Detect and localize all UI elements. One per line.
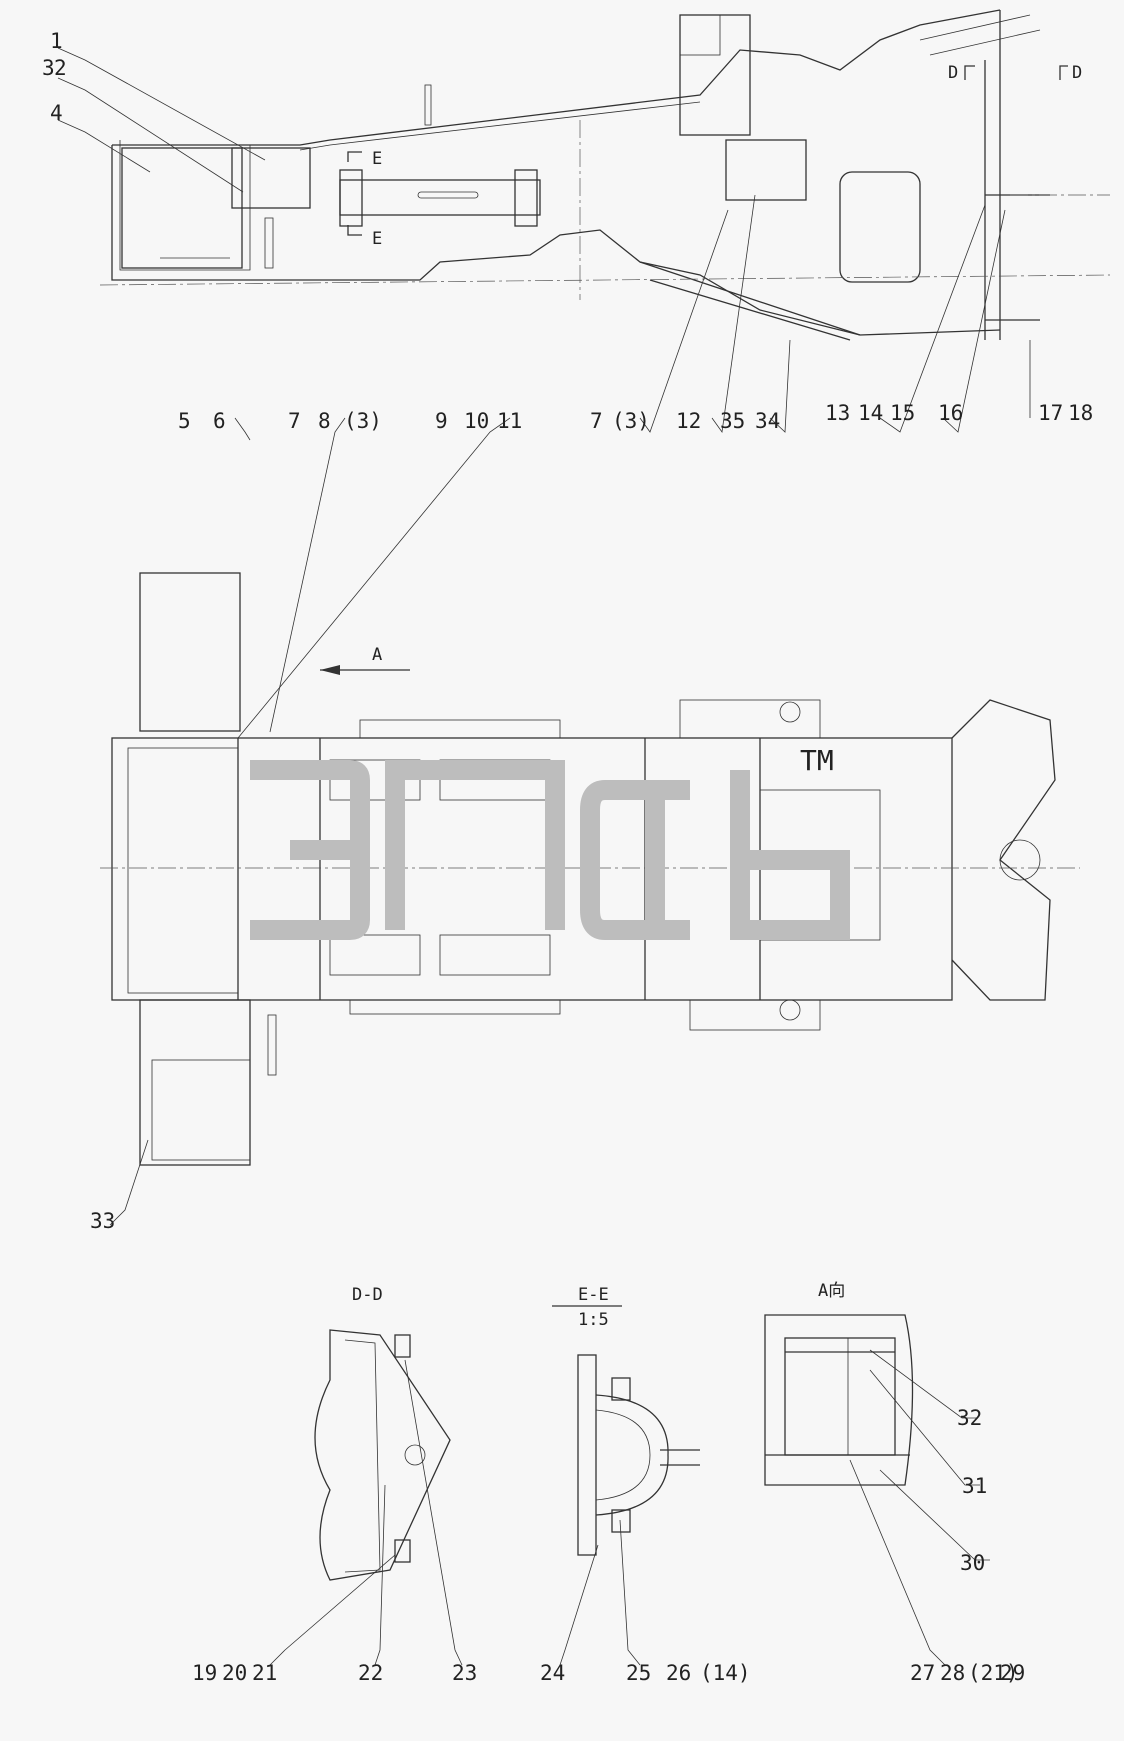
callout-27: 27: [910, 1661, 935, 1685]
watermark-logo: TM: [250, 744, 850, 940]
callout-14b: (14): [700, 1661, 751, 1685]
section-ee-title: E-E: [578, 1285, 609, 1305]
watermark-tm: TM: [800, 744, 834, 777]
section-ee: E-E 1:5: [552, 1285, 700, 1556]
callout-8b: (3): [344, 409, 382, 433]
callout-33: 33: [90, 1209, 115, 1233]
callout-13: 13: [825, 401, 850, 425]
callout-18: 18: [1068, 401, 1093, 425]
callout-7b: 7: [590, 409, 603, 433]
section-marks: E E D D: [347, 63, 1082, 249]
section-mark-e-bottom: E: [372, 229, 382, 249]
section-dd-title: D-D: [352, 1285, 383, 1305]
callout-21b: (21): [968, 1661, 1019, 1685]
view-a-title: A向: [818, 1281, 845, 1301]
callout-3b: (3): [612, 409, 650, 433]
callout-16: 16: [938, 401, 963, 425]
callout-25: 25: [626, 1661, 651, 1685]
callout-19: 19: [192, 1661, 217, 1685]
callout-1: 1: [50, 29, 63, 53]
callout-32: 32: [957, 1406, 982, 1430]
callout-5: 5: [178, 409, 191, 433]
callout-7: 7: [288, 409, 301, 433]
callout-6: 6: [213, 409, 226, 433]
callout-22: 22: [358, 1661, 383, 1685]
callout-15: 15: [890, 401, 915, 425]
callout-labels: 1 3 2 4 5 6 7 8 (3) 9 10 11 7 (3) 12 35 …: [42, 29, 1093, 1685]
callout-10: 10: [464, 409, 489, 433]
callout-29: 29: [1000, 1661, 1025, 1685]
callout-30: 30: [960, 1551, 985, 1575]
section-mark-d-left: D: [948, 63, 958, 83]
callout-23: 23: [452, 1661, 477, 1685]
arrow-a-label: A: [372, 645, 382, 665]
callout-11: 11: [497, 409, 522, 433]
callout-20: 20: [222, 1661, 247, 1685]
callout-9: 9: [435, 409, 448, 433]
callout-31: 31: [962, 1474, 987, 1498]
callout-28: 28: [940, 1661, 965, 1685]
callout-21: 21: [252, 1661, 277, 1685]
callout-35: 35: [720, 409, 745, 433]
callout-26: 26: [666, 1661, 691, 1685]
callout-12: 12: [676, 409, 701, 433]
callout-24: 24: [540, 1661, 565, 1685]
callout-4: 4: [50, 101, 63, 125]
callout-2: 2: [54, 56, 67, 80]
section-ee-scale: 1:5: [578, 1310, 609, 1330]
callout-8: 8: [318, 409, 331, 433]
callout-17: 17: [1038, 401, 1063, 425]
section-dd: D-D: [314, 1285, 451, 1581]
callout-34: 34: [755, 409, 780, 433]
leader-lines: [57, 47, 1031, 1666]
section-mark-d-right: D: [1072, 63, 1082, 83]
callout-3: 3: [42, 56, 55, 80]
side-view: [99, 9, 1111, 341]
section-mark-e-top: E: [372, 149, 382, 169]
view-a: A向: [764, 1281, 914, 1486]
view-direction-arrow-a: A: [320, 645, 410, 675]
callout-14: 14: [858, 401, 883, 425]
